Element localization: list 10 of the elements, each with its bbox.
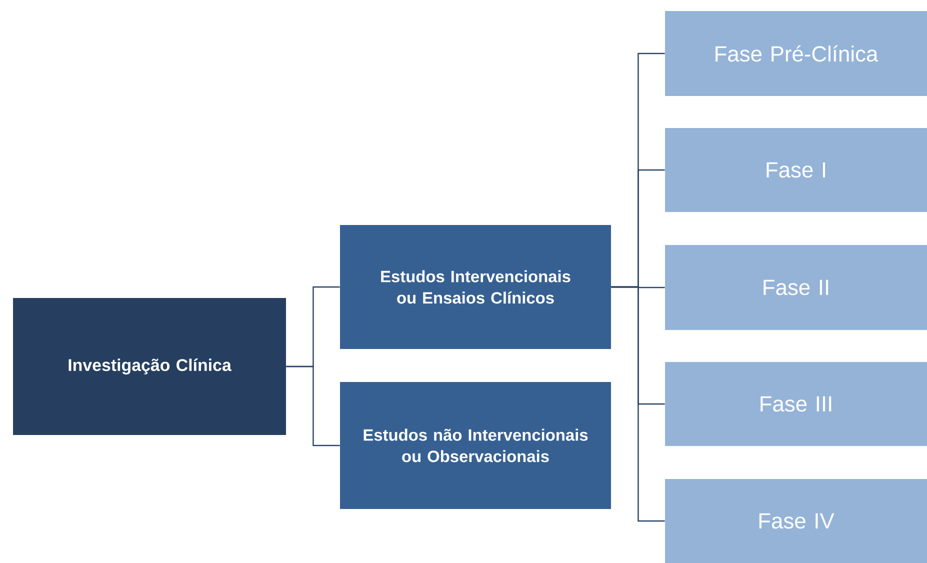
connector (611, 286, 665, 522)
category-box: Estudos Intervencionais ou Ensaios Clínicos (340, 225, 611, 349)
root-box: Investigação Clínica (13, 298, 286, 435)
phase-box: Fase III (665, 362, 927, 446)
phase-box: Fase I (665, 128, 927, 212)
connector (286, 366, 340, 446)
phase-box: Fase IV (665, 479, 927, 563)
phase-box: Fase II (665, 245, 927, 330)
category-box: Estudos não Intervencionais ou Observacionais (340, 382, 611, 509)
phase-box: Fase Pré-Clínica (665, 11, 927, 96)
